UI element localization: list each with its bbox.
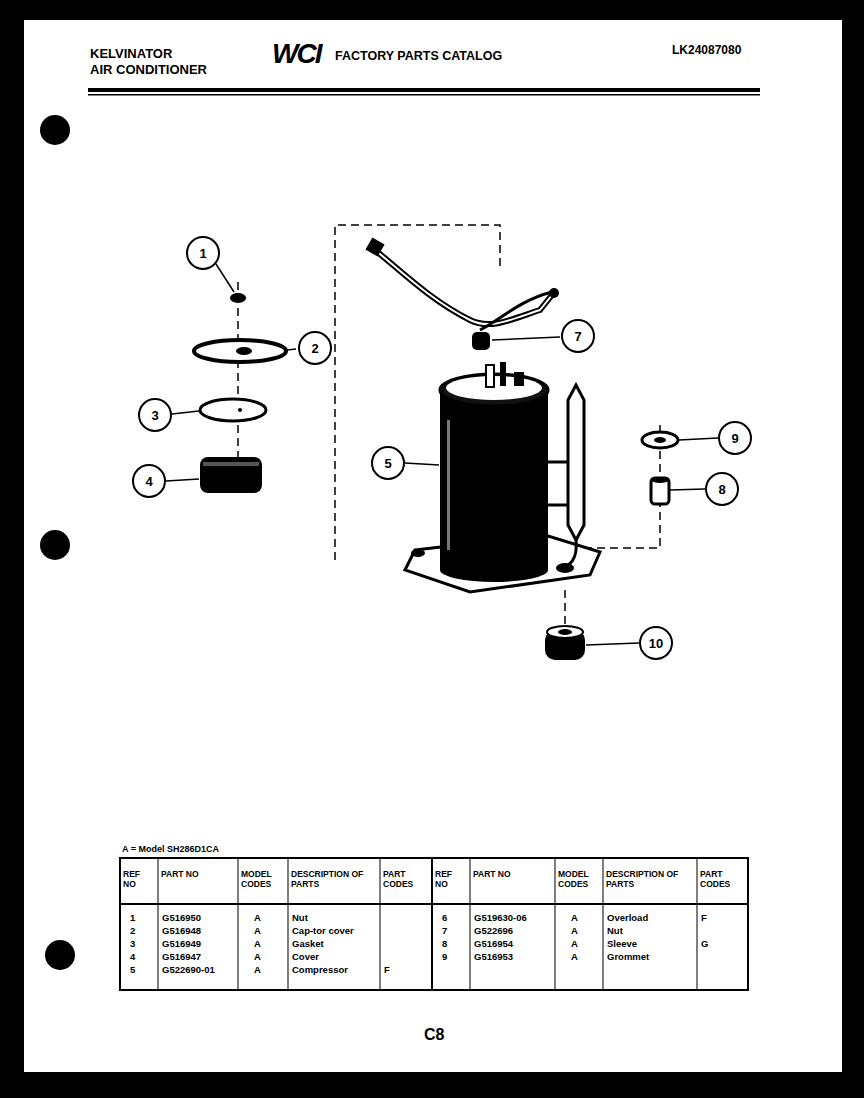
- table-cell: Cap-tor cover: [292, 926, 354, 937]
- table-cell: F: [701, 913, 707, 924]
- model-note: A = Model SH286D1CA: [122, 844, 219, 854]
- callout-number: 3: [151, 408, 158, 423]
- table-header: PART CODES: [383, 869, 429, 889]
- table-cell: Gasket: [292, 939, 324, 950]
- callout-number: 5: [384, 456, 391, 471]
- catalog-number: LK24087080: [672, 44, 741, 58]
- table-cell: G516948: [162, 926, 201, 937]
- table-header: PART NO: [161, 869, 235, 879]
- table-cell: A: [254, 965, 261, 976]
- table-header: PART NO: [473, 869, 552, 879]
- table-cell: A: [254, 952, 261, 963]
- callout-circle: 7: [561, 319, 595, 353]
- table-cell: Cover: [292, 952, 319, 963]
- brand-name: KELVINATOR: [90, 47, 172, 62]
- table-header: REF NO: [123, 869, 155, 889]
- table-cell: 3: [130, 939, 135, 950]
- callout-circle: 1: [186, 236, 220, 270]
- callout-circle: 3: [138, 398, 172, 432]
- table-cell: 9: [442, 952, 447, 963]
- table-cell: Sleeve: [607, 939, 637, 950]
- page-code: C8: [424, 1026, 444, 1044]
- table-header: PART CODES: [700, 869, 745, 889]
- callout-number: 4: [145, 474, 152, 489]
- table-cell: 7: [442, 926, 447, 937]
- table-cell: G: [701, 939, 708, 950]
- table-cell: A: [254, 926, 261, 937]
- callout-circle: 2: [298, 331, 332, 365]
- table-cell: 1: [130, 913, 135, 924]
- table-cell: A: [571, 939, 578, 950]
- table-cell: A: [254, 913, 261, 924]
- table-cell: G516947: [162, 952, 201, 963]
- logo-text: WCI: [272, 40, 320, 68]
- table-cell: F: [384, 965, 390, 976]
- callout-circle: 10: [639, 626, 673, 660]
- table-cell: A: [571, 926, 578, 937]
- table-cell: G516949: [162, 939, 201, 950]
- table-cell: 6: [442, 913, 447, 924]
- callout-circle: 8: [705, 472, 739, 506]
- table-cell: Grommet: [607, 952, 649, 963]
- table-cell: 2: [130, 926, 135, 937]
- callout-number: 1: [199, 246, 206, 261]
- table-cell: G522696: [474, 926, 513, 937]
- catalog-title: FACTORY PARTS CATALOG: [335, 49, 502, 63]
- product-line: AIR CONDITIONER: [90, 63, 207, 78]
- table-cell: 4: [130, 952, 135, 963]
- table-cell: Nut: [607, 926, 623, 937]
- callout-circle: 4: [132, 464, 166, 498]
- table-cell: Nut: [292, 913, 308, 924]
- callout-number: 2: [311, 341, 318, 356]
- table-header: MODEL CODES: [241, 869, 285, 889]
- table-cell: A: [254, 939, 261, 950]
- table-cell: Compressor: [292, 965, 348, 976]
- table-cell: A: [571, 952, 578, 963]
- table-cell: G516953: [474, 952, 513, 963]
- table-cell: G516954: [474, 939, 513, 950]
- table-cell: 8: [442, 939, 447, 950]
- callout-number: 7: [574, 329, 581, 344]
- table-cell: G522690-01: [162, 965, 215, 976]
- table-cell: G516950: [162, 913, 201, 924]
- table-cell: A: [571, 913, 578, 924]
- callout-number: 8: [718, 482, 725, 497]
- table-cell: Overload: [607, 913, 648, 924]
- callout-number: 9: [731, 431, 738, 446]
- table-header: REF NO: [435, 869, 467, 889]
- table-cell: 5: [130, 965, 135, 976]
- table-header: MODEL CODES: [558, 869, 600, 889]
- table-cell: G519630-06: [474, 913, 527, 924]
- callout-number: 10: [649, 636, 663, 651]
- table-header: DESCRIPTION OF PARTS: [291, 869, 377, 889]
- callout-circle: 9: [718, 421, 752, 455]
- callout-circle: 5: [371, 446, 405, 480]
- table-header: DESCRIPTION OF PARTS: [606, 869, 694, 889]
